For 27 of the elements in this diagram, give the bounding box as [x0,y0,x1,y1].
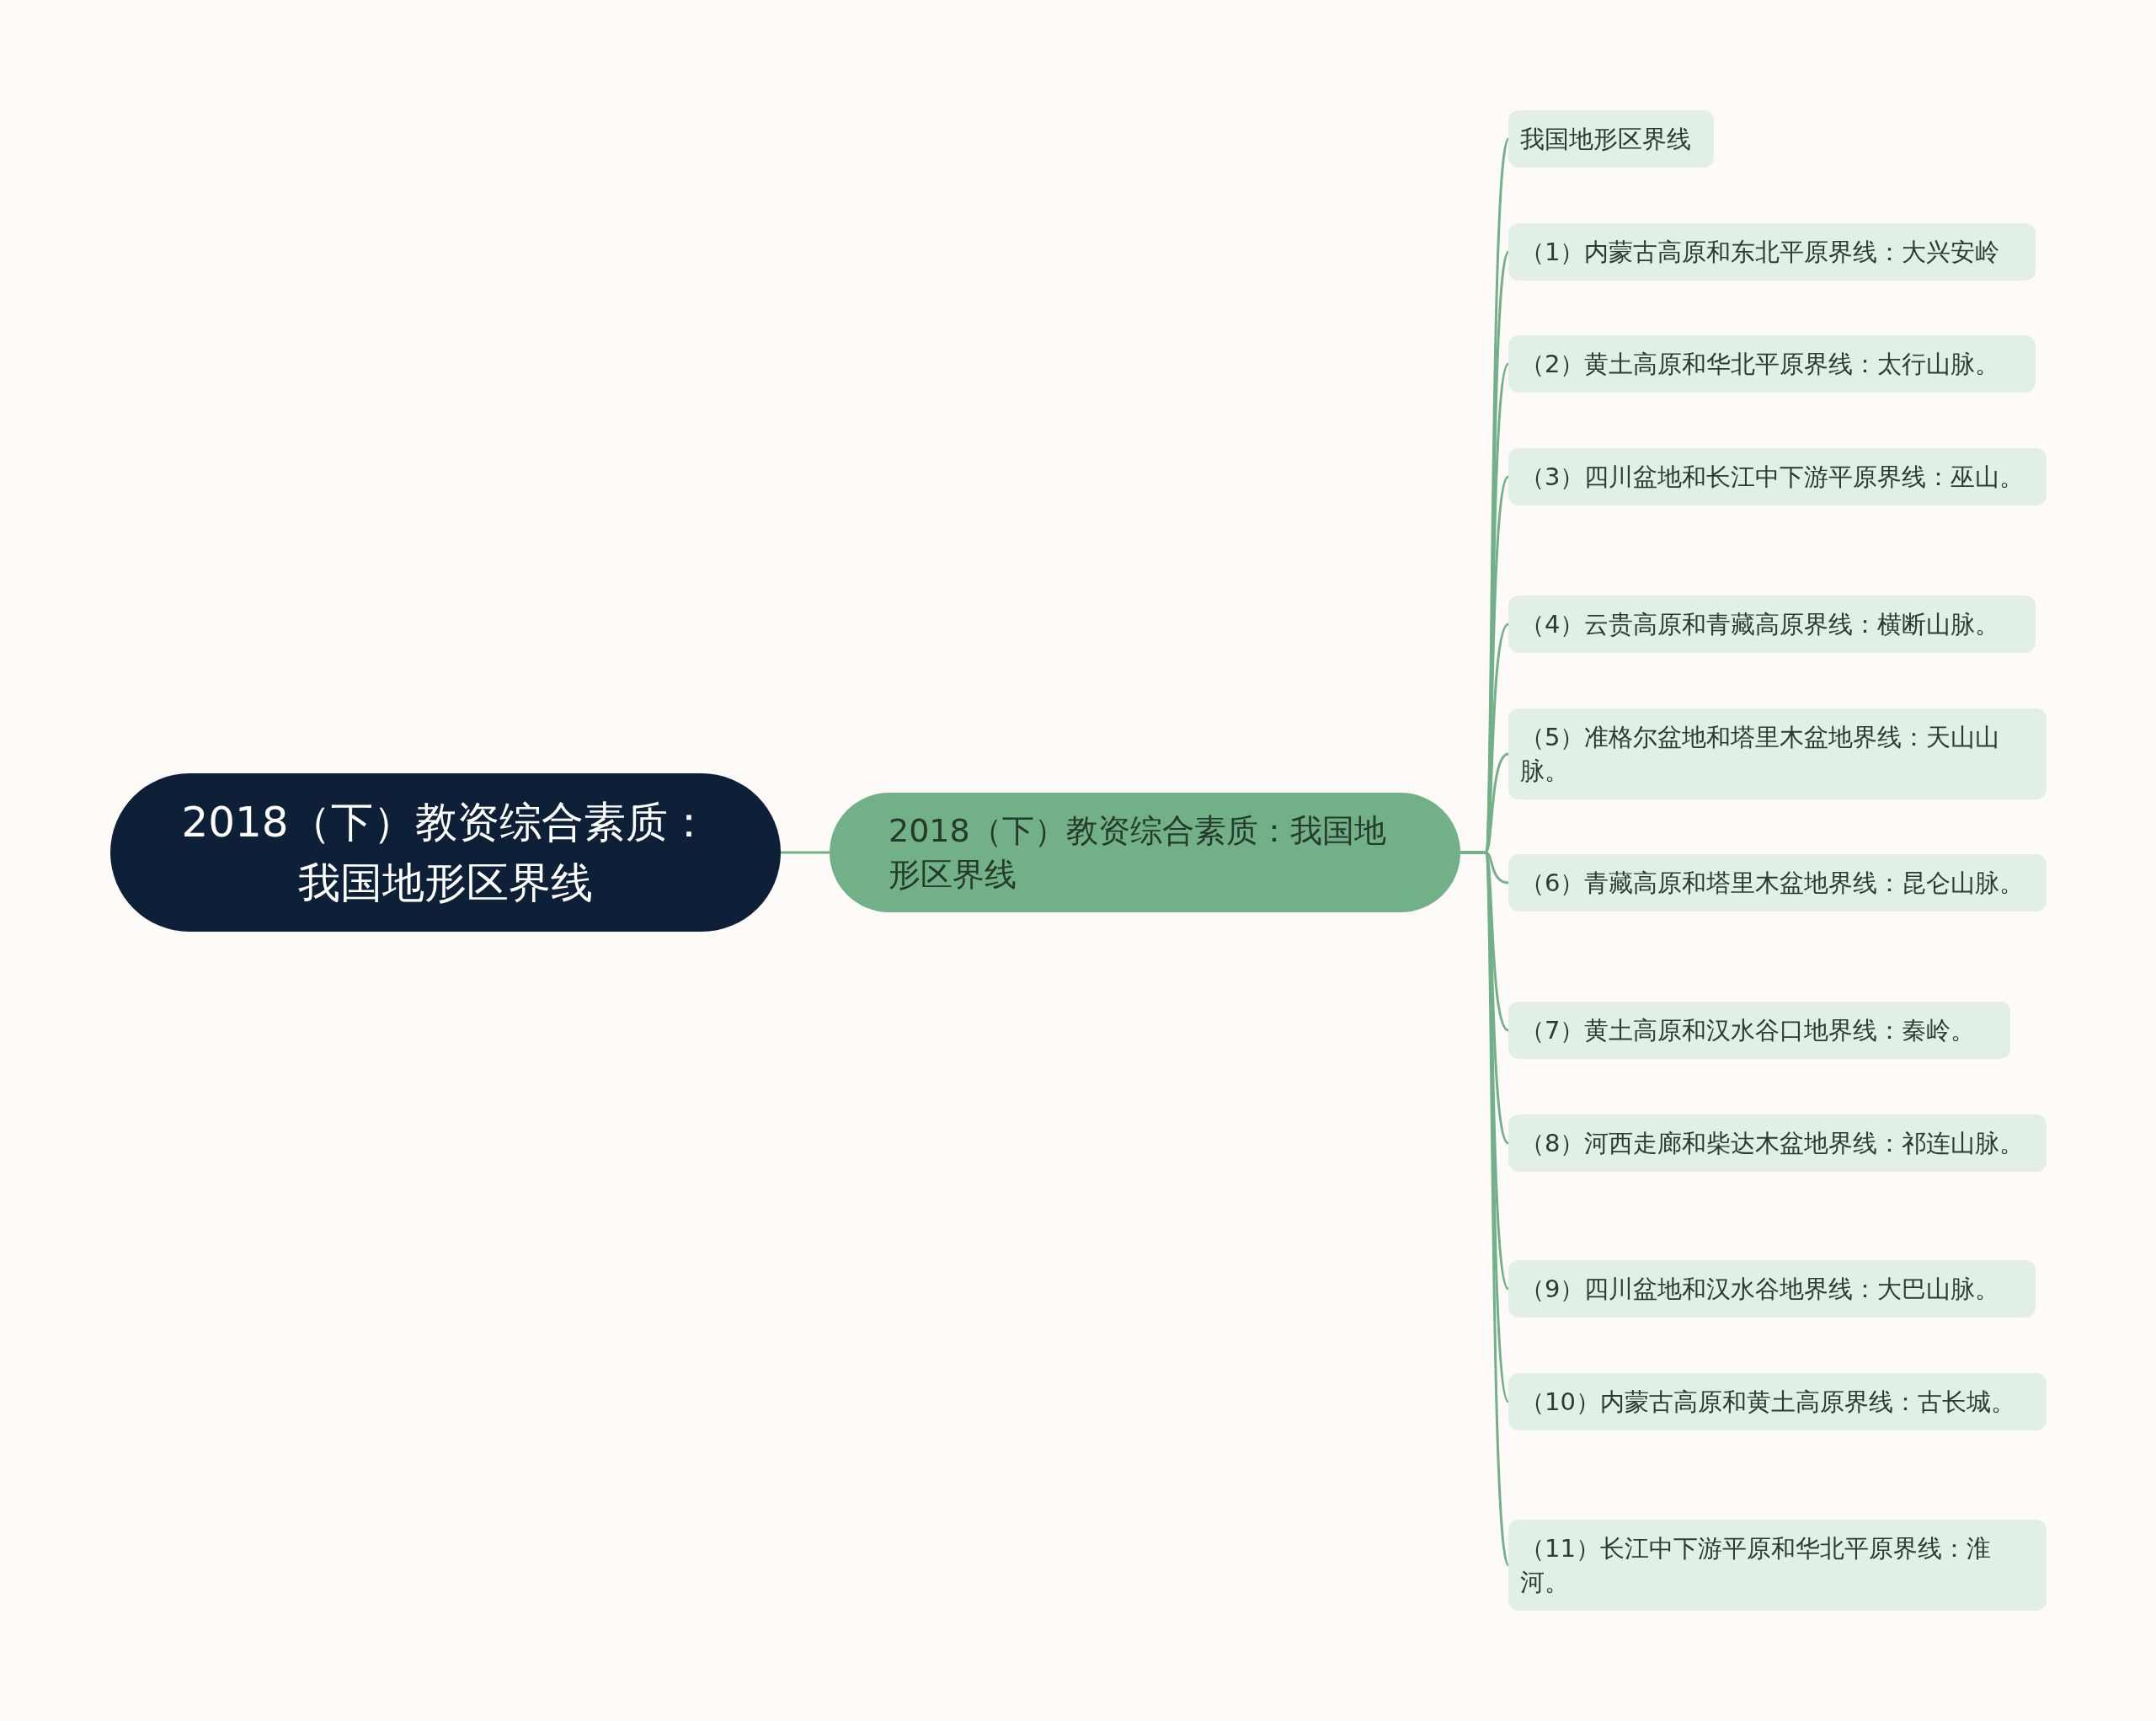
topic-text: （9）四川盆地和汉水谷地界线：大巴山脉。 [1520,1274,2000,1305]
subtopic-box [1508,335,2036,393]
topic-text: 我国地形区界线 [1520,124,1691,155]
topic-text: （1）内蒙古高原和东北平原界线：大兴安岭 [1520,237,2000,268]
subtopic-box [1508,1002,2010,1059]
topic-text: （11）长江中下游平原和华北平原界线：淮河。 [1520,1533,1992,1598]
subtopic-box [1508,854,2047,911]
subtopic-box [1508,1114,2047,1172]
connector-line [781,851,830,854]
topic-text: （5）准格尔盆地和塔里木盆地界线：天山山脉。 [1520,722,2001,787]
topic-text: （8）河西走廊和柴达木盆地界线：祁连山脉。 [1520,1128,2025,1159]
subtopic-box [1508,596,2036,653]
subtopic-box [1508,110,1714,168]
subtopic-box [1508,1373,2047,1430]
topic-text: （7）黄土高原和汉水谷口地界线：秦岭。 [1520,1015,1976,1046]
topic-text: 2018（下）教资综合素质：我国地形区界线 [180,797,711,909]
subtopic-box [1508,223,2036,281]
topic-text: （10）内蒙古高原和黄土高原界线：古长城。 [1520,1387,2015,1418]
subtopic-box [1508,1260,2036,1317]
subtopic-box [1508,1520,2047,1611]
subtopic-box [1508,708,2047,799]
topic-text: （3）四川盆地和长江中下游平原界线：巫山。 [1520,462,2025,493]
topic-text: （4）云贵高原和青藏高原界线：横断山脉。 [1520,609,2000,640]
topic-text: 2018（下）教资综合素质：我国地形区界线 [889,811,1387,895]
topic-text: （2）黄土高原和华北平原界线：太行山脉。 [1520,349,2000,380]
topic-text: （6）青藏高原和塔里木盆地界线：昆仑山脉。 [1520,868,2025,899]
subtopic-box [1508,448,2047,505]
